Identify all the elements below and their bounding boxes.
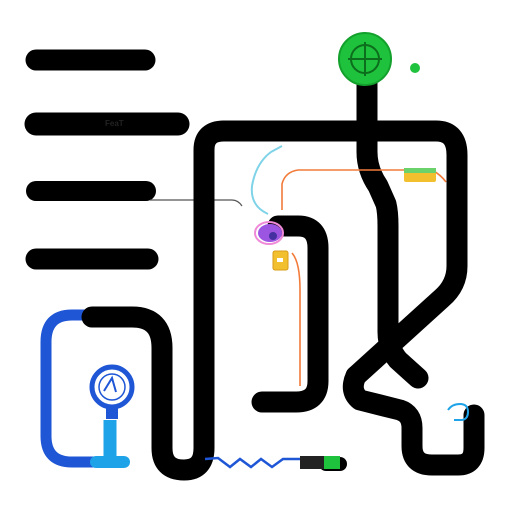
teal-line (250, 145, 283, 215)
dot-icon (410, 63, 420, 73)
main-pipe (81, 69, 485, 481)
blue-pipe (40, 309, 130, 468)
gauge-icon (89, 364, 135, 419)
yellow-marker (404, 168, 436, 182)
dark-box (300, 456, 340, 469)
yellow-box (272, 250, 289, 271)
crosshair-icon (338, 32, 392, 86)
bar-row-2-label: FeaT (105, 119, 124, 128)
light-blue-hook (447, 402, 470, 421)
orange-line (281, 169, 447, 386)
blue-zigzag (204, 456, 300, 469)
left-bars (24, 49, 190, 270)
purple-blob (254, 221, 284, 245)
connector-line (150, 199, 243, 207)
